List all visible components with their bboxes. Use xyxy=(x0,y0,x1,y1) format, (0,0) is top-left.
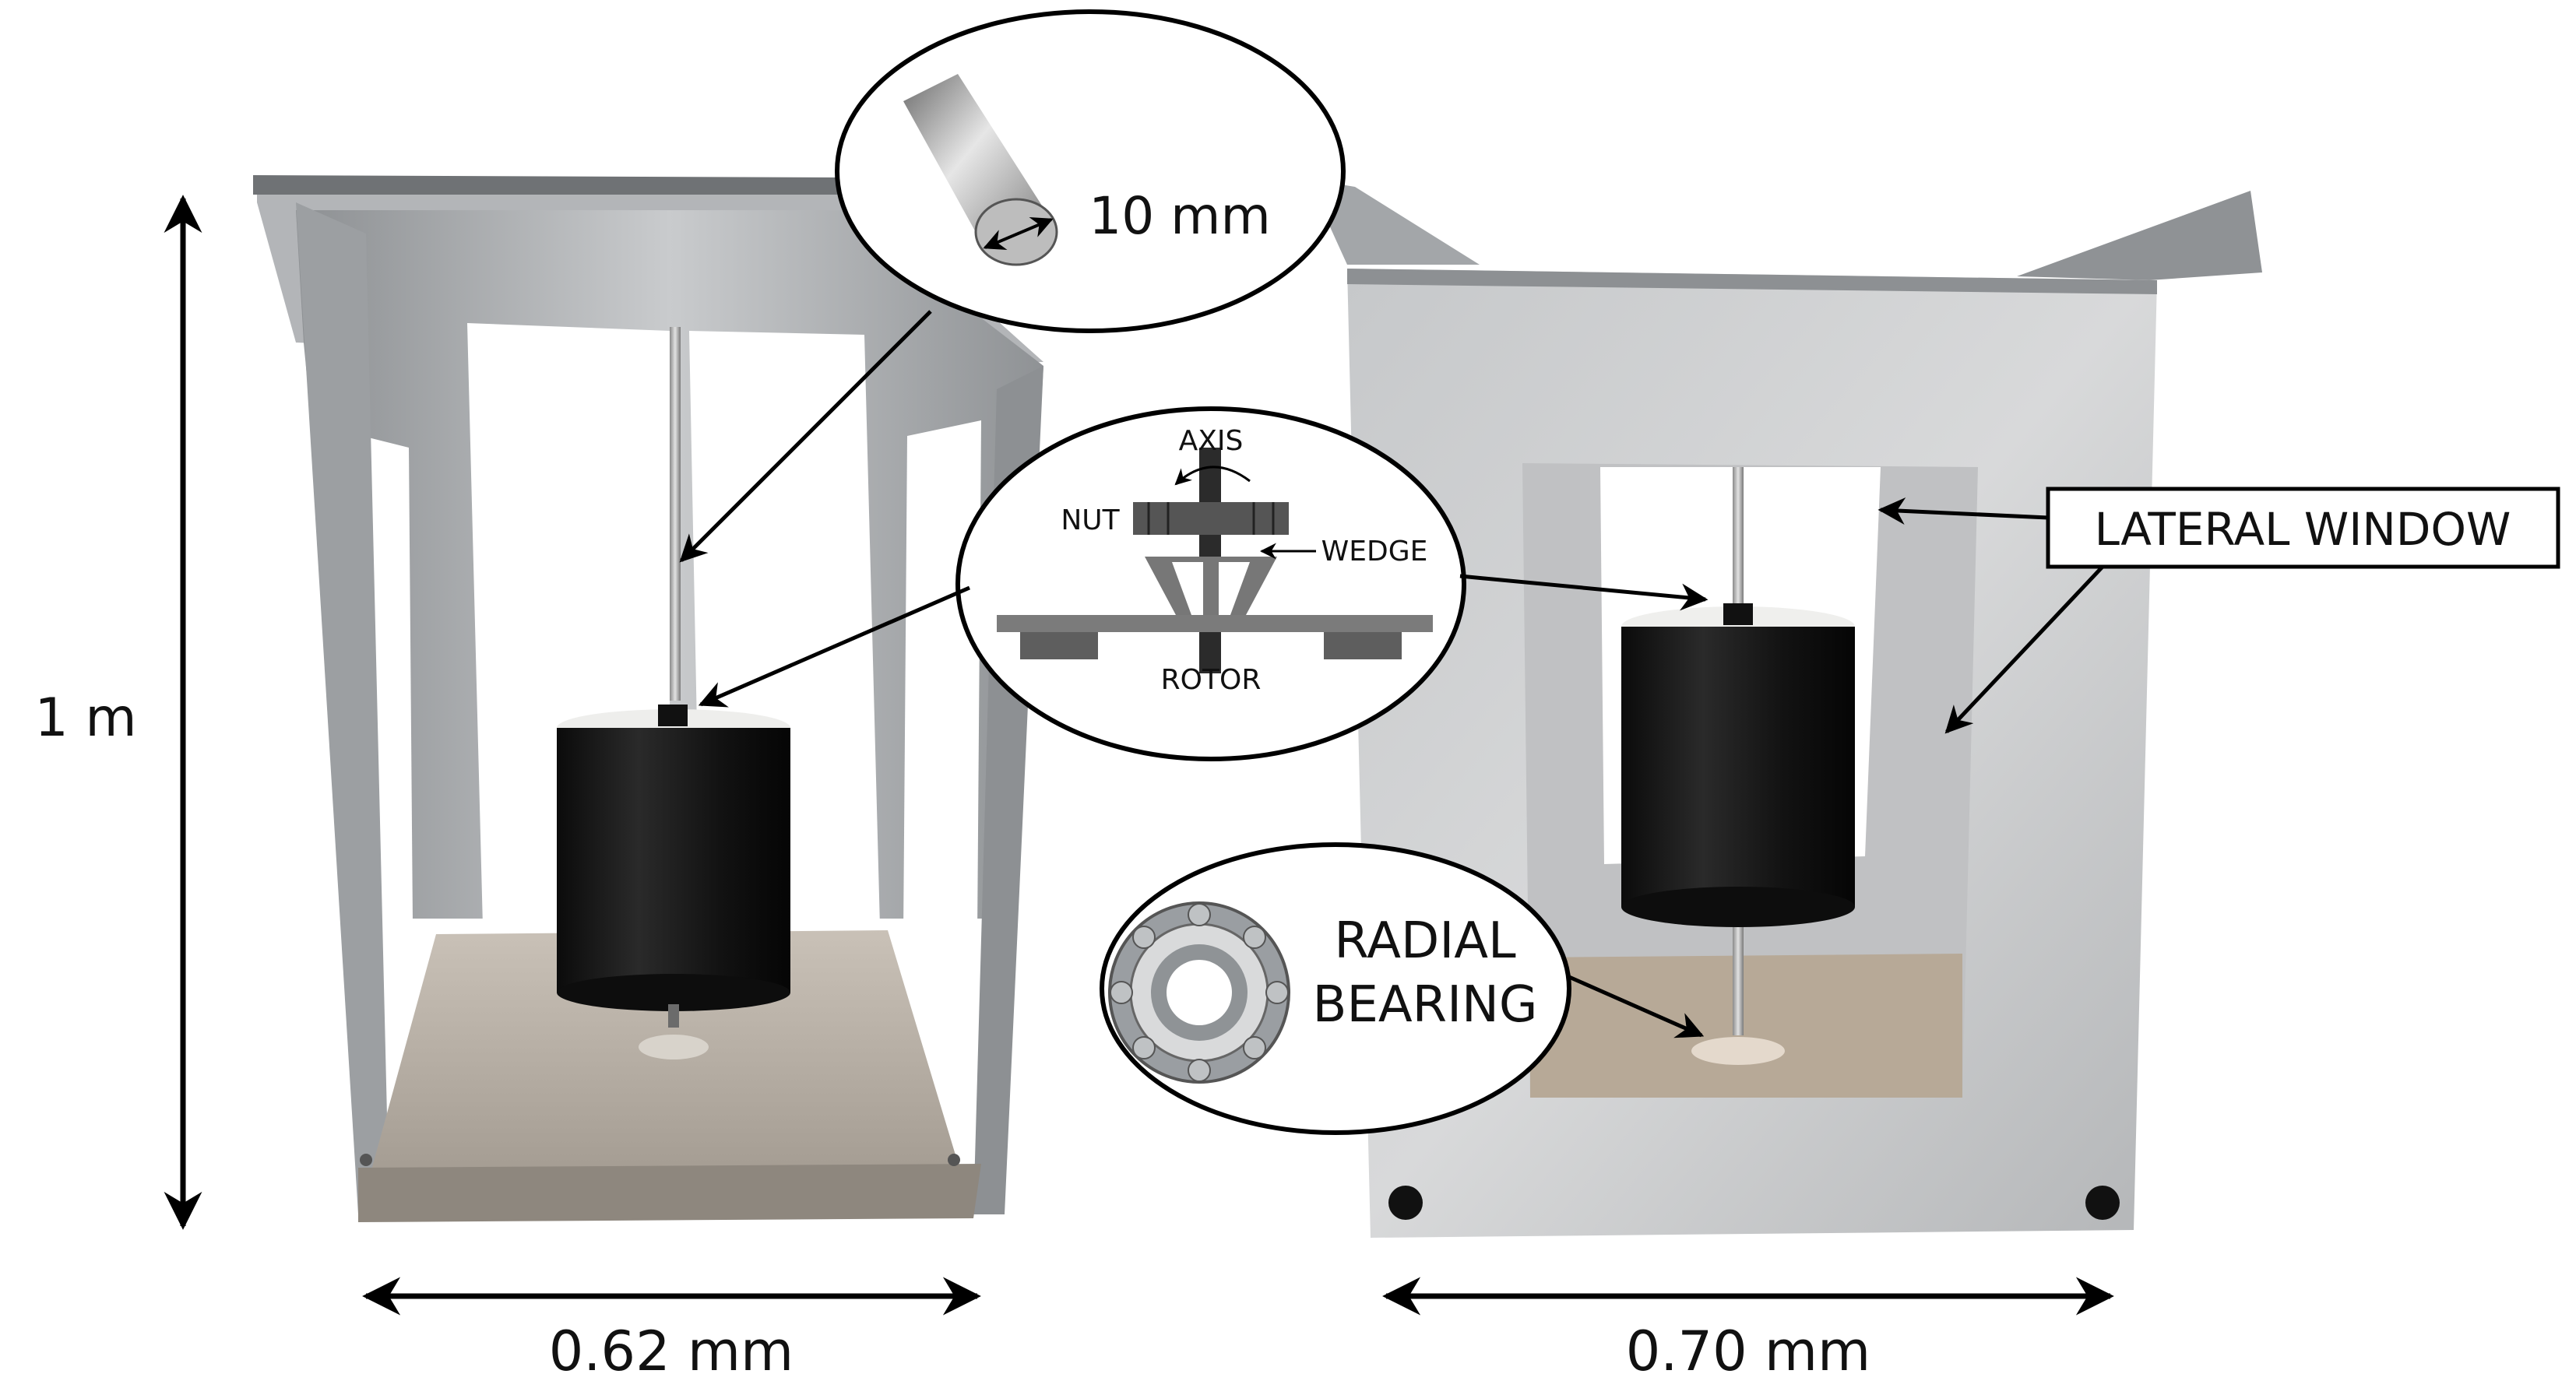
lateral-window-label: LATERAL WINDOW xyxy=(2095,503,2511,556)
radial-bearing-label-line2: BEARING xyxy=(1313,976,1538,1034)
shaft-diameter-callout: 10 mm xyxy=(679,9,1346,563)
nut-wedge-callout: AXIS NUT WEDGE ROTOR xyxy=(698,406,1709,761)
left-rotor xyxy=(557,728,790,993)
shaft-diameter-label: 10 mm xyxy=(1089,186,1271,246)
radial-bearing-label-line1: RADIAL xyxy=(1334,912,1516,970)
lateral-window-callout: LATERAL WINDOW xyxy=(1877,487,2560,734)
bearing-icon xyxy=(1108,901,1290,1084)
radial-bearing-callout: RADIAL BEARING xyxy=(1100,842,1705,1135)
left-floor xyxy=(358,930,973,1218)
nut-label: NUT xyxy=(1061,504,1120,536)
lateral-window-box xyxy=(2046,487,2560,569)
rotor-label: ROTOR xyxy=(1161,664,1262,696)
rotor-plate xyxy=(997,615,1433,632)
wedge-label: WEDGE xyxy=(1321,536,1428,567)
left-frame-photo xyxy=(253,175,1043,1222)
axis-label: AXIS xyxy=(1179,425,1244,457)
width-left-dimension-label: 0.62 mm xyxy=(549,1319,794,1383)
nut-block xyxy=(1133,502,1289,535)
rod-cross-section xyxy=(974,198,1058,266)
right-rotor xyxy=(1621,627,1855,907)
left-shaft xyxy=(670,327,681,701)
width-right-dimension-label: 0.70 mm xyxy=(1626,1319,1871,1383)
height-dimension-label: 1 m xyxy=(34,687,136,749)
